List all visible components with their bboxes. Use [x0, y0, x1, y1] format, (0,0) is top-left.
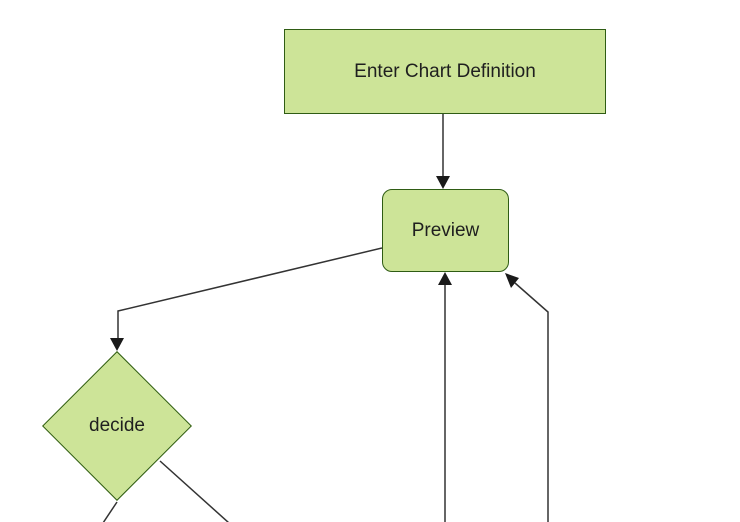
node-preview-label: Preview	[411, 219, 480, 241]
node-enter-chart-definition[interactable]: Enter Chart Definition	[284, 29, 606, 114]
arrowhead-offscreen-to-preview-center	[438, 272, 452, 285]
edge-offscreen-to-preview-corner	[514, 282, 549, 522]
node-decide-label: decide	[89, 415, 145, 436]
edge-decide-offscreen-left	[102, 501, 118, 522]
node-preview[interactable]: Preview	[382, 189, 509, 272]
edge-preview-to-decide	[117, 247, 383, 340]
edge-decide-offscreen-right	[159, 460, 230, 522]
node-enter-chart-definition-label: Enter Chart Definition	[354, 60, 536, 82]
arrowhead-enter-to-preview	[436, 176, 450, 189]
node-decide[interactable]: decide	[42, 351, 192, 501]
arrowhead-preview-to-decide	[110, 338, 124, 351]
arrowhead-offscreen-to-preview-corner	[505, 273, 519, 288]
